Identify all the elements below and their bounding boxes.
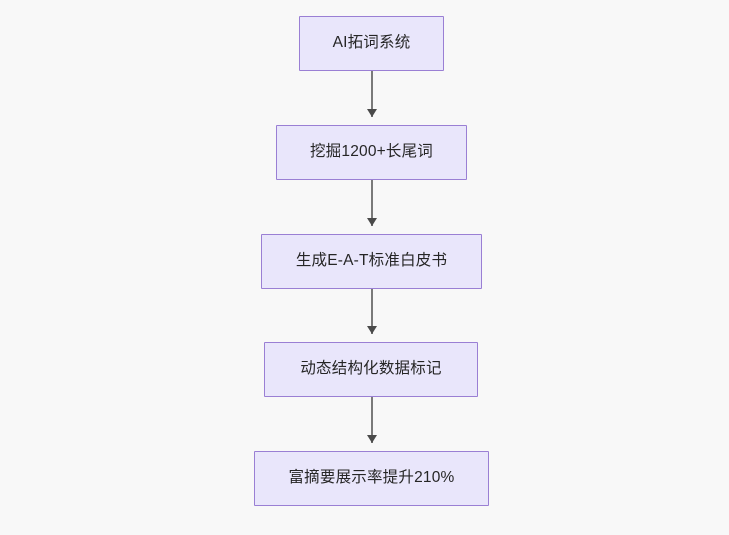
edge-line bbox=[371, 180, 373, 226]
flowchart-node-ai-keyword-system[interactable]: AI拓词系统 bbox=[299, 16, 444, 71]
edge-n1-n2 bbox=[367, 71, 377, 117]
flowchart-node-generate-eat-whitepaper[interactable]: 生成E-A-T标准白皮书 bbox=[261, 234, 482, 289]
node-label: 挖掘1200+长尾词 bbox=[309, 143, 434, 161]
arrowhead-icon bbox=[367, 109, 377, 117]
edge-line bbox=[371, 289, 373, 334]
edge-n4-n5 bbox=[367, 397, 377, 443]
node-label: 动态结构化数据标记 bbox=[300, 360, 442, 378]
edge-n2-n3 bbox=[367, 180, 377, 226]
edge-line bbox=[371, 71, 373, 117]
node-label: AI拓词系统 bbox=[332, 34, 411, 52]
edge-line bbox=[371, 397, 373, 443]
node-label: 生成E-A-T标准白皮书 bbox=[295, 252, 448, 270]
arrowhead-icon bbox=[367, 218, 377, 226]
arrowhead-icon bbox=[367, 326, 377, 334]
flowchart-node-rich-snippet-rate-increase[interactable]: 富摘要展示率提升210% bbox=[254, 451, 489, 506]
flowchart-node-mine-longtail-keywords[interactable]: 挖掘1200+长尾词 bbox=[276, 125, 467, 180]
flowchart-node-dynamic-structured-data-markup[interactable]: 动态结构化数据标记 bbox=[264, 342, 478, 397]
edge-n3-n4 bbox=[367, 289, 377, 334]
arrowhead-icon bbox=[367, 435, 377, 443]
node-label: 富摘要展示率提升210% bbox=[288, 469, 455, 487]
